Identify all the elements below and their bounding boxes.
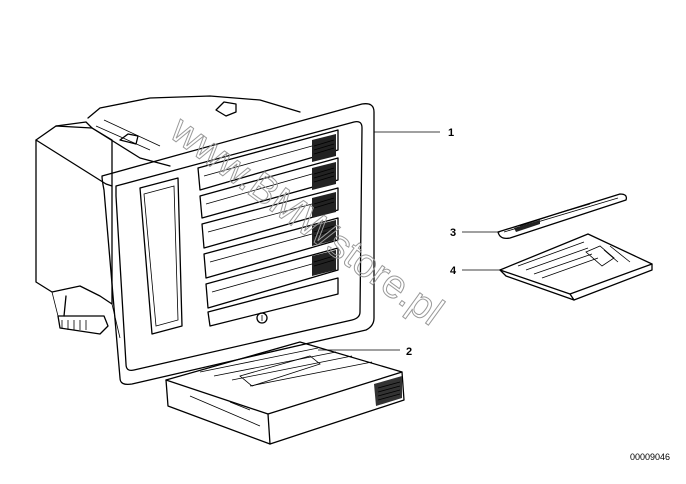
cassette-storage-case xyxy=(35,95,375,386)
instruction-sheet xyxy=(499,233,653,301)
diagram-number: 00009046 xyxy=(630,452,670,462)
callout-leaders xyxy=(318,131,500,351)
spring-clip xyxy=(497,193,628,240)
callout-label-2: 2 xyxy=(406,346,412,358)
callout-label-4: 4 xyxy=(450,265,457,277)
cassette-box xyxy=(165,341,405,445)
watermark: www.BMWstore.pl xyxy=(162,107,451,334)
callout-label-3: 3 xyxy=(450,227,456,239)
callout-label-1: 1 xyxy=(448,127,454,139)
